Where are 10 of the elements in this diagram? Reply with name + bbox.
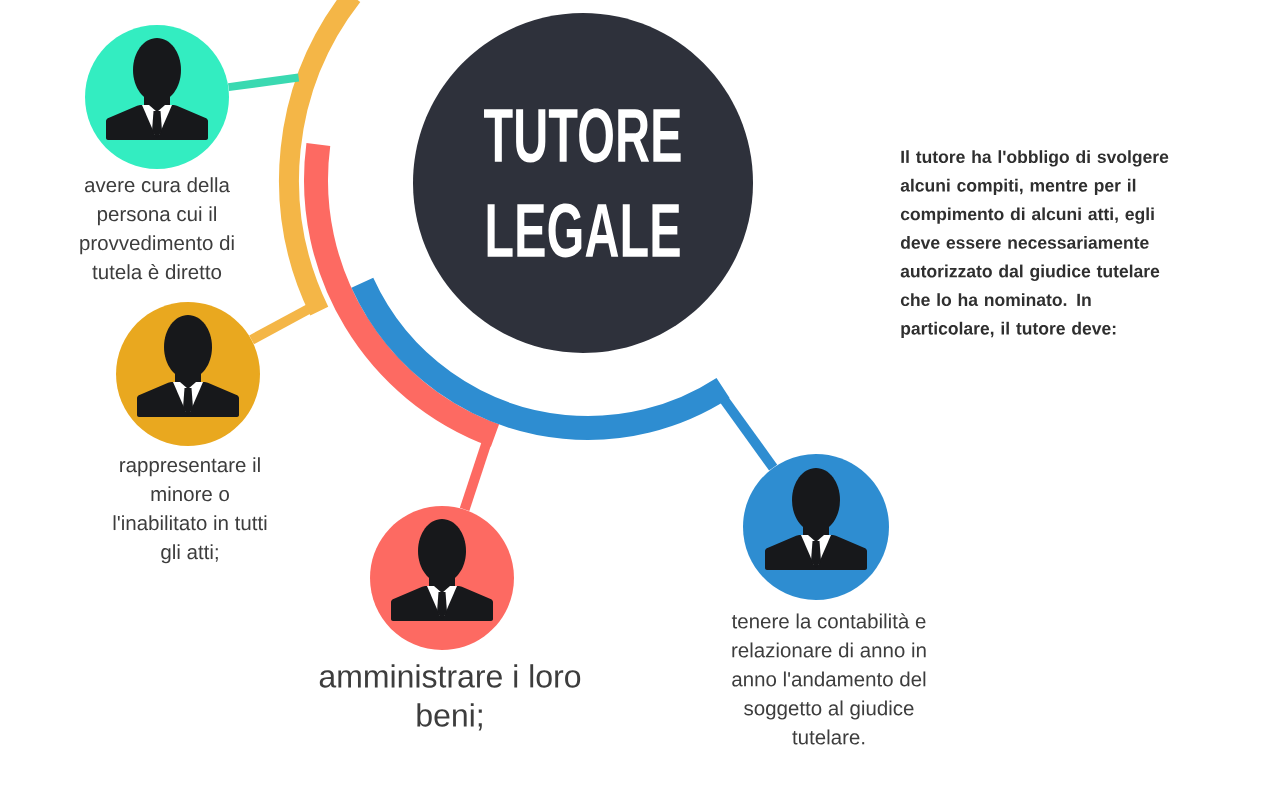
paragraph: Il tutore ha l'obbligo di svolgere alcuni compiti, mentre per il compimento di alcuni atti, egli deve essere necessariamente autorizzato dal giudice tutelare che lo ha nominato. In particolare, il tutore deve: xyxy=(900,150,1169,339)
arc xyxy=(351,277,730,440)
connector-line xyxy=(459,442,491,511)
caption-text: rappresentare il minore o l'inabilitato in tutti gli atti; xyxy=(113,457,267,564)
connector-line xyxy=(720,397,778,471)
caption-text: avere cura della persona cui il provvedimento di tutela è diretto xyxy=(80,177,234,280)
caption-text: amministrare i loro beni; xyxy=(319,664,581,731)
connector-line xyxy=(249,304,311,345)
arc xyxy=(279,0,361,316)
caption-text: tenere la contabilità e relazionare di anno in anno l'andamento del soggetto al giudice tutelare. xyxy=(731,613,926,745)
